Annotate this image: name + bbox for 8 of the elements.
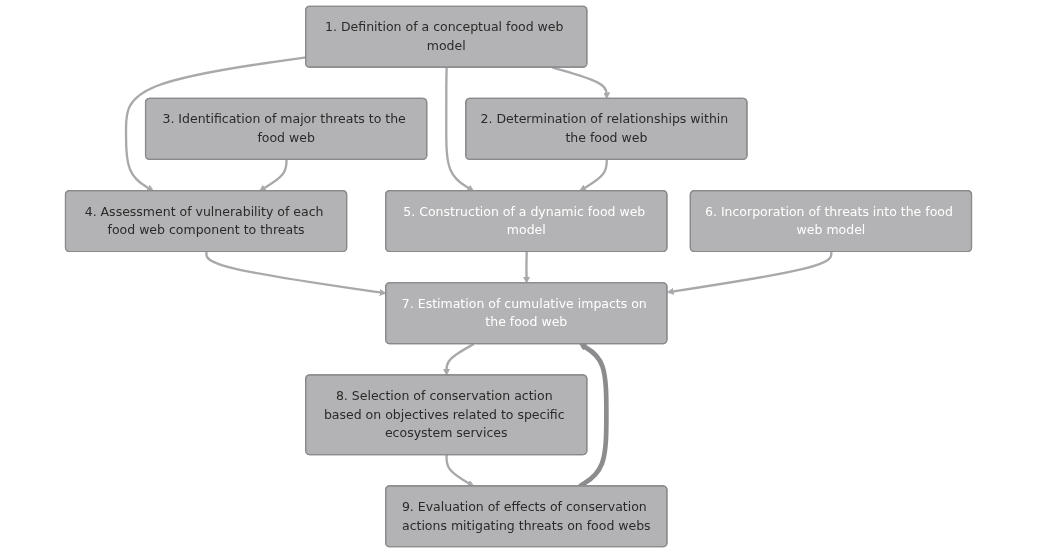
- arrow: [443, 343, 475, 376]
- arrow: [523, 251, 530, 284]
- arrow: [579, 159, 608, 192]
- arrow: [259, 159, 288, 192]
- arrow: [667, 251, 833, 295]
- arrow: [445, 67, 475, 192]
- arrow: [445, 454, 475, 487]
- arrow: [552, 66, 611, 100]
